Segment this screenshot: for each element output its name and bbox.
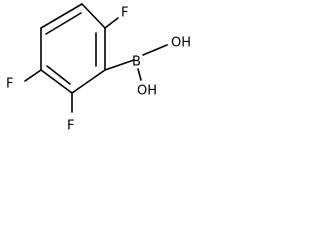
atom-f-top: F [121, 6, 128, 21]
atom-boron: B [132, 55, 141, 70]
ring-bond-bottom-left-inner [46, 65, 71, 85]
atom-f-bottom: F [67, 119, 74, 134]
ring-bond-top-inner [45, 12, 82, 35]
ring-bond-right-top [81, 3, 106, 29]
ring-bond-bottom-right [71, 69, 106, 94]
bond-to-f-top [104, 17, 119, 29]
ring-bond-bottom-left [40, 69, 73, 94]
bond-to-boron [104, 59, 135, 71]
bond-b-oh-top [142, 44, 168, 56]
bond-to-f-left [24, 69, 42, 82]
atom-oh-bottom: OH [137, 84, 157, 99]
structure-diagram: F F F B OH OH [6, 3, 191, 134]
ring-bond-top [40, 3, 83, 29]
atom-oh-top: OH [171, 36, 191, 51]
atom-f-left: F [6, 77, 13, 92]
bond-b-oh-bottom [137, 68, 142, 81]
